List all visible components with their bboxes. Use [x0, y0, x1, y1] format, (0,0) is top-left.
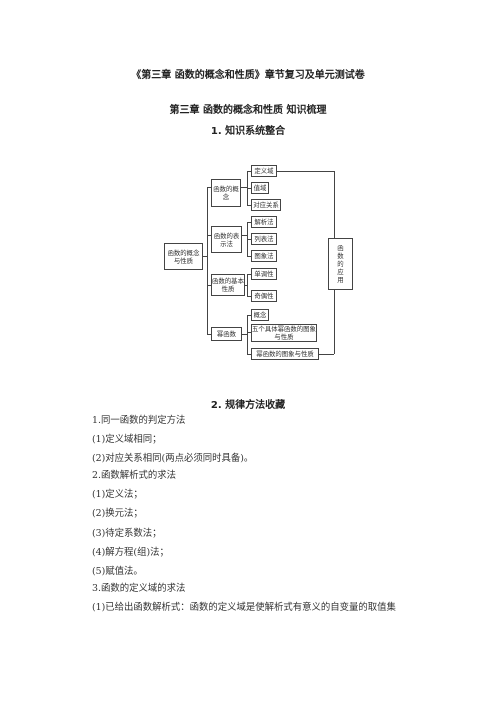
power-label: 幂函数 — [216, 330, 237, 338]
power-box: 幂函数 — [211, 327, 242, 341]
repr-box: 函数的表示法 — [211, 226, 242, 253]
power-item-1: 概念 — [251, 309, 269, 321]
power-item-2-label: 五个具体幂函数的图象与性质 — [252, 325, 316, 341]
text-line-10: 3.函数的定义域的求法 — [92, 583, 186, 594]
diagram-right-label: 函数的应用 — [337, 244, 344, 284]
props-item-2: 奇偶性 — [251, 290, 277, 302]
diagram-root-box: 函数的概念与性质 — [164, 243, 203, 270]
document-title: 《第三章 函数的概念和性质》章节复习及单元测试卷 — [131, 70, 365, 81]
repr-item-3: 图象法 — [251, 250, 277, 262]
chapter-subtitle: 第三章 函数的概念和性质 知识梳理 — [169, 105, 327, 116]
props-item-2-label: 奇偶性 — [254, 292, 274, 300]
concept-item-2: 值域 — [251, 182, 269, 194]
section-heading-2: 2. 规律方法收藏 — [210, 400, 286, 411]
section-heading-1: 1. 知识系统整合 — [210, 126, 286, 137]
repr-item-1-label: 解析法 — [254, 218, 274, 226]
concept-item-3-label: 对应关系 — [253, 201, 279, 209]
diagram-root-label: 函数的概念与性质 — [167, 248, 200, 265]
power-item-2: 五个具体幂函数的图象与性质 — [251, 324, 317, 342]
props-item-1-label: 单调性 — [254, 270, 274, 278]
text-line-8: (4)解方程(组)法； — [92, 547, 169, 558]
diagram-right-box: 函数的应用 — [328, 238, 353, 290]
power-item-1-label: 概念 — [253, 311, 267, 319]
concept-item-2-label: 值域 — [253, 184, 267, 192]
text-line-6: (2)换元法； — [92, 508, 143, 519]
repr-item-2: 列表法 — [251, 233, 277, 245]
text-line-4: 2.函数解析式的求法 — [92, 470, 176, 481]
concept-item-1-label: 定义域 — [254, 167, 274, 175]
props-label: 函数的基本性质 — [212, 277, 244, 293]
concept-item-1: 定义域 — [251, 165, 277, 177]
text-line-2: (1)定义域相同； — [92, 434, 162, 445]
text-line-1: 1.同一函数的判定方法 — [92, 415, 186, 426]
concept-label: 函数的概念 — [213, 185, 239, 201]
power-item-3: 幂函数的图象与性质 — [251, 348, 319, 360]
repr-item-1: 解析法 — [251, 216, 277, 228]
text-line-5: (1)定义法； — [92, 489, 143, 500]
repr-label: 函数的表示法 — [213, 231, 240, 248]
text-line-7: (3)待定系数法； — [92, 528, 162, 539]
text-line-11: (1)已给出函数解析式：函数的定义域是使解析式有意义的自变量的取值集 — [92, 602, 396, 613]
props-item-1: 单调性 — [251, 268, 277, 280]
text-line-9: (5)赋值法。 — [92, 566, 143, 577]
concept-box: 函数的概念 — [211, 179, 241, 207]
knowledge-diagram: 函数的概念与性质 函数的应用 函数的概念 函数的表示法 函数的基本性质 幂函数 … — [164, 163, 360, 368]
text-line-3: (2)对应关系相同(两点必须同时具备)。 — [92, 453, 254, 464]
repr-item-3-label: 图象法 — [254, 252, 274, 260]
concept-item-3: 对应关系 — [251, 199, 281, 211]
power-item-3-label: 幂函数的图象与性质 — [256, 350, 314, 358]
props-box: 函数的基本性质 — [211, 274, 245, 296]
repr-item-2-label: 列表法 — [254, 235, 274, 243]
